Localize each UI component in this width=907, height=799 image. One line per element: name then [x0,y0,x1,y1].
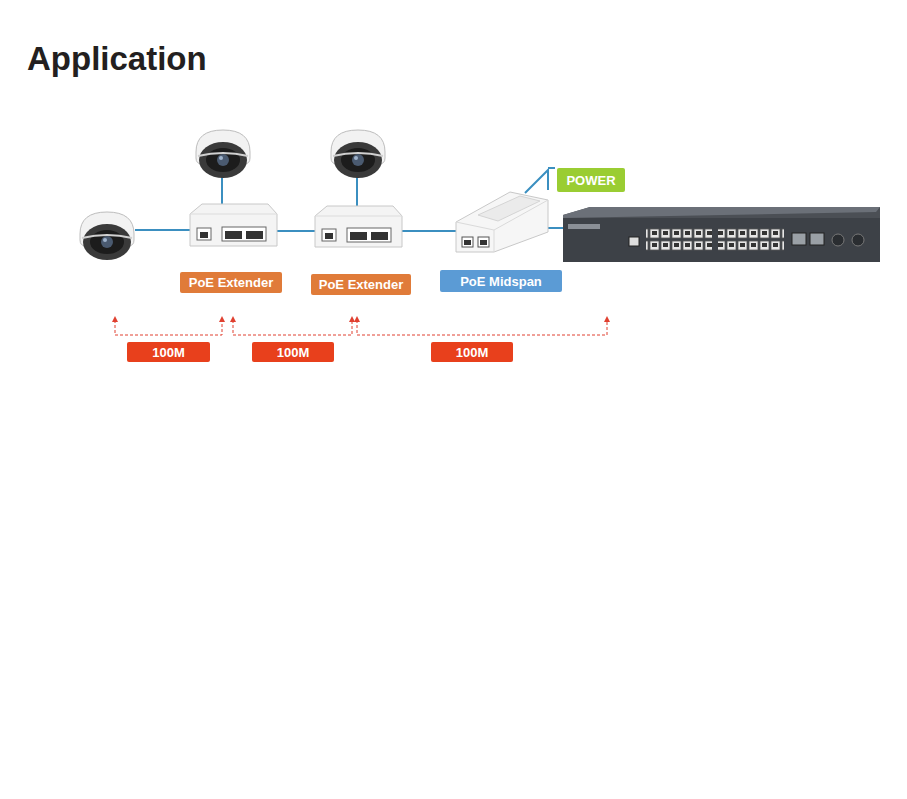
label-text: PoE Midspan [460,274,542,289]
label-text: PoE Extender [189,275,274,290]
page-title: Application [27,40,207,78]
distance-tag: 100M [252,342,334,362]
label-text: POWER [566,173,615,188]
device-tag: PoE Extender [180,272,282,293]
device-tag: PoE Midspan [440,270,562,292]
device-tag: PoE Extender [311,274,411,295]
distance-tag: 100M [127,342,210,362]
label-text: PoE Extender [319,277,404,292]
distance-tag: 100M [431,342,513,362]
label-text: 100M [456,345,489,360]
power-tag: POWER [557,168,625,192]
label-text: 100M [152,345,185,360]
label-text: 100M [277,345,310,360]
